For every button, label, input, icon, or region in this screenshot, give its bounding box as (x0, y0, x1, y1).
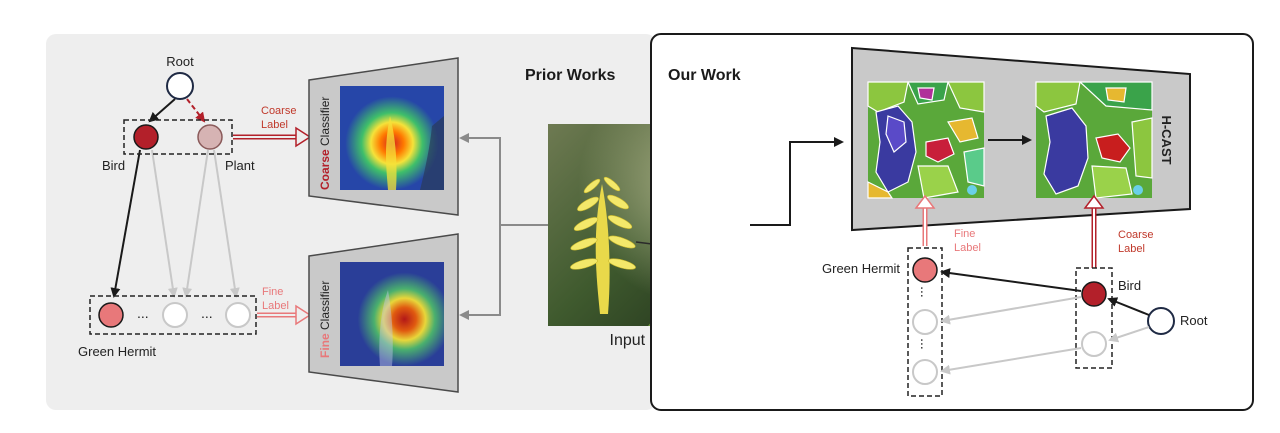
segmentation-coarse (1035, 81, 1153, 199)
prior-bird-node (133, 124, 159, 150)
prior-bird-label: Bird (102, 158, 125, 173)
edge-ours-root-coarse2 (1108, 326, 1150, 343)
ours-fine-node-3 (912, 359, 938, 385)
edge-root-plant (186, 98, 206, 123)
arrow-image-to-hcast (750, 137, 844, 226)
prior-root-label: Root (166, 54, 194, 69)
prior-works-title: Prior Works (525, 67, 616, 84)
ours-greenhermit-label: Green Hermit (822, 261, 900, 276)
edge-ours-bird-greenhermit (940, 268, 1082, 292)
coarse-heatmap (340, 86, 444, 190)
ours-fine-label-1: Fine (954, 228, 975, 240)
ours-greenhermit-node (912, 257, 938, 283)
ours-coarse-node-2 (1081, 331, 1107, 357)
prior-coarse-label-1: Coarse (261, 105, 296, 117)
edge-plant-leaf3 (213, 149, 240, 298)
ours-coarse-box (1075, 267, 1113, 369)
ours-bird-label: Bird (1118, 278, 1141, 293)
ours-fine-label-2: Label (954, 242, 981, 254)
fine-classifier-label: Fine Classifier (318, 281, 332, 358)
prior-fine-label-1: Fine (262, 286, 283, 298)
ours-fine-arrow-head (914, 194, 936, 209)
prior-coarse-label-2: Label (261, 119, 288, 131)
ours-root-label: Root (1180, 313, 1208, 328)
fine-heatmap (340, 262, 444, 366)
our-work-title: Our Work (668, 67, 741, 84)
ours-coarse-label-1: Coarse (1118, 229, 1153, 241)
edge-ours-bird-fine2 (940, 296, 1082, 325)
hcast-label: H-CAST (1159, 115, 1174, 164)
prior-root-node (166, 72, 194, 100)
prior-greenhermit-node (98, 302, 124, 328)
coarse-label-arrow-head (295, 126, 312, 148)
edge-bird-leaf2 (151, 149, 178, 298)
prior-works-panel (46, 34, 656, 410)
ours-coarse-arrow-head (1083, 194, 1105, 209)
fine-label-arrow-head (295, 304, 312, 326)
prior-fine-box (89, 295, 257, 335)
prior-greenhermit-label: Green Hermit (78, 344, 156, 359)
prior-plant-node (197, 124, 223, 150)
edge-ours-root-bird (1107, 297, 1150, 316)
arrow-image-to-fine (459, 225, 501, 320)
ours-bird-node (1081, 281, 1107, 307)
prior-coarse-box (123, 119, 233, 155)
prior-fine-label-2: Label (262, 300, 289, 312)
edge-plant-leaf2 (182, 149, 209, 298)
edge-root-bird (148, 98, 176, 123)
segmentation-fine (867, 81, 985, 199)
ours-root-node (1147, 307, 1175, 335)
prior-plant-label: Plant (225, 158, 255, 173)
ours-ellipsis-1: ... (918, 286, 934, 298)
arrow-image-to-coarse (459, 133, 548, 226)
ours-ellipsis-2: ... (918, 338, 934, 350)
prior-fine-node-2 (162, 302, 188, 328)
edge-ours-coarse2-fine3 (940, 347, 1082, 375)
ours-fine-node-2 (912, 309, 938, 335)
coarse-classifier-label: Coarse Classifier (318, 97, 332, 190)
ours-coarse-label-2: Label (1118, 243, 1145, 255)
prior-ellipsis-2: ... (201, 305, 213, 321)
prior-ellipsis-1: ... (137, 305, 149, 321)
edge-bird-greenhermit (110, 149, 141, 298)
prior-fine-node-3 (225, 302, 251, 328)
